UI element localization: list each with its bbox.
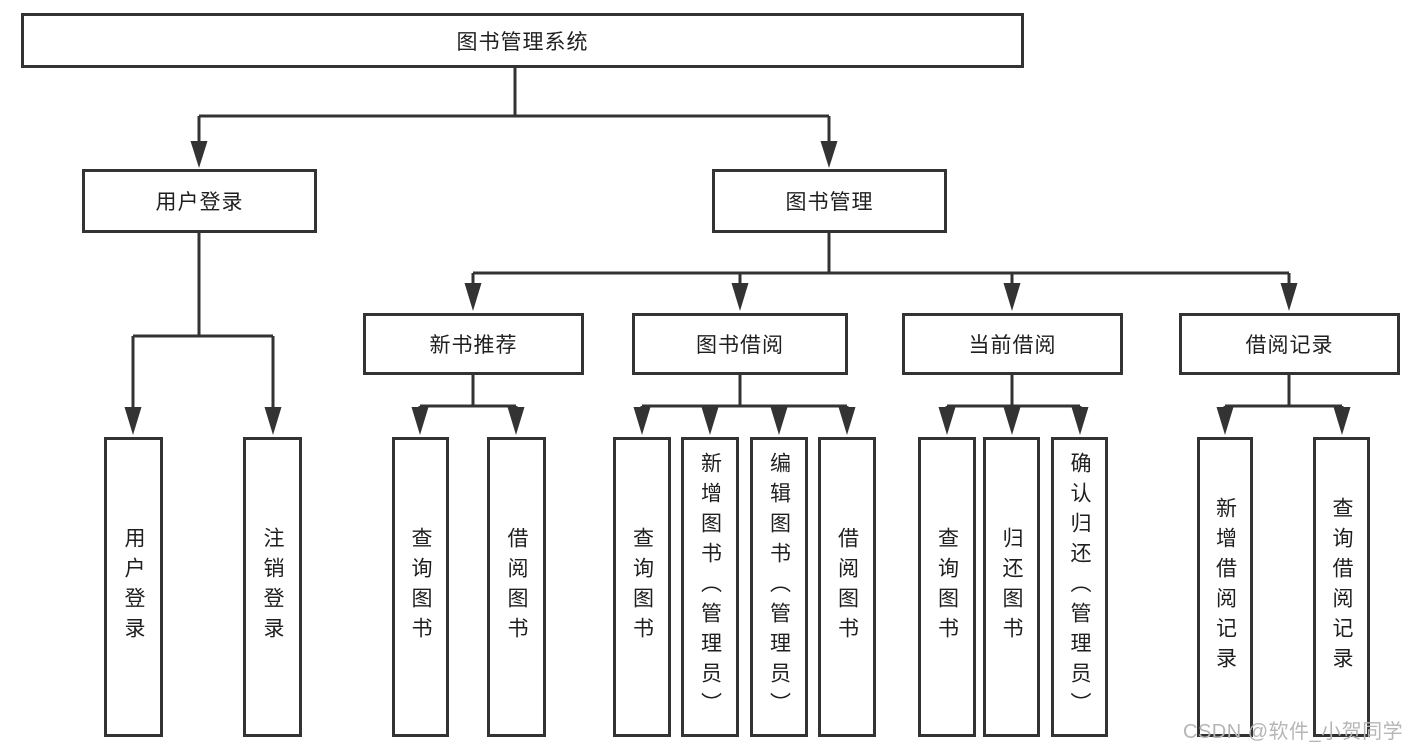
node-leaf-user-login: 用户登录 — [104, 437, 163, 737]
node-leaf-recommend-borrow-books: 借阅图书 — [487, 437, 546, 737]
node-leaf-add-books-admin: 新增图书（管理员） — [681, 437, 739, 737]
node-leaf-borrow-borrow-books: 借阅图书 — [818, 437, 876, 737]
node-borrow-records: 借阅记录 — [1179, 313, 1400, 375]
node-book-borrow: 图书借阅 — [632, 313, 848, 375]
arrowheads — [124, 141, 1351, 435]
node-current-borrow: 当前借阅 — [902, 313, 1123, 375]
node-leaf-confirm-return-admin: 确认归还（管理员） — [1051, 437, 1108, 737]
node-leaf-return-books: 归还图书 — [983, 437, 1040, 737]
node-user-login: 用户登录 — [82, 169, 317, 233]
node-leaf-logout: 注销登录 — [243, 437, 302, 737]
node-book-management: 图书管理 — [712, 169, 947, 233]
node-leaf-query-borrow-record: 查询借阅记录 — [1313, 437, 1370, 737]
csdn-watermark: CSDN @软件_小贺同学 — [1183, 721, 1404, 743]
node-leaf-add-borrow-record: 新增借阅记录 — [1197, 437, 1253, 737]
node-root-library-system: 图书管理系统 — [21, 13, 1024, 68]
node-leaf-edit-books-admin: 编辑图书（管理员） — [750, 437, 808, 737]
node-leaf-current-query-books: 查询图书 — [918, 437, 976, 737]
node-new-book-recommend: 新书推荐 — [363, 313, 584, 375]
node-leaf-recommend-query-books: 查询图书 — [392, 437, 449, 737]
node-leaf-borrow-query-books: 查询图书 — [613, 437, 671, 737]
